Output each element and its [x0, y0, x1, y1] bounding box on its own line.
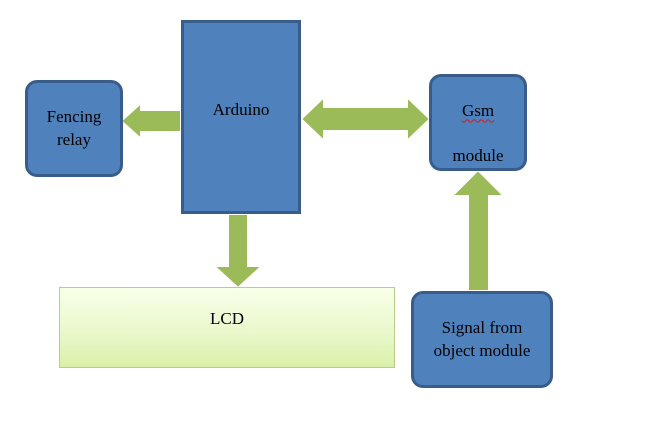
lcd-block: LCD — [59, 287, 395, 368]
arrow-signal-to-gsm — [449, 168, 507, 292]
fencing-relay-label: Fencing relay — [46, 106, 102, 149]
gsm-module-block: Gsm module — [429, 74, 527, 171]
arduino-label: Arduino — [212, 100, 270, 119]
gsm-module-label: Gsm module — [453, 77, 504, 169]
arrow-arduino-to-lcd — [211, 213, 265, 290]
signal-from-object-module-block: Signal from object module — [411, 291, 553, 388]
module-label-word: module — [452, 146, 504, 166]
fencing-relay-block: Fencing relay — [25, 80, 123, 177]
signal-from-object-module-label: Signal from object module — [433, 317, 531, 360]
arrow-arduino-gsm-bidirectional — [299, 94, 432, 144]
gsm-label-word: Gsm — [461, 100, 495, 120]
arduino-block: Arduino — [181, 20, 301, 214]
arrow-arduino-to-fencing-relay — [119, 100, 182, 142]
lcd-label: LCD — [210, 309, 244, 328]
